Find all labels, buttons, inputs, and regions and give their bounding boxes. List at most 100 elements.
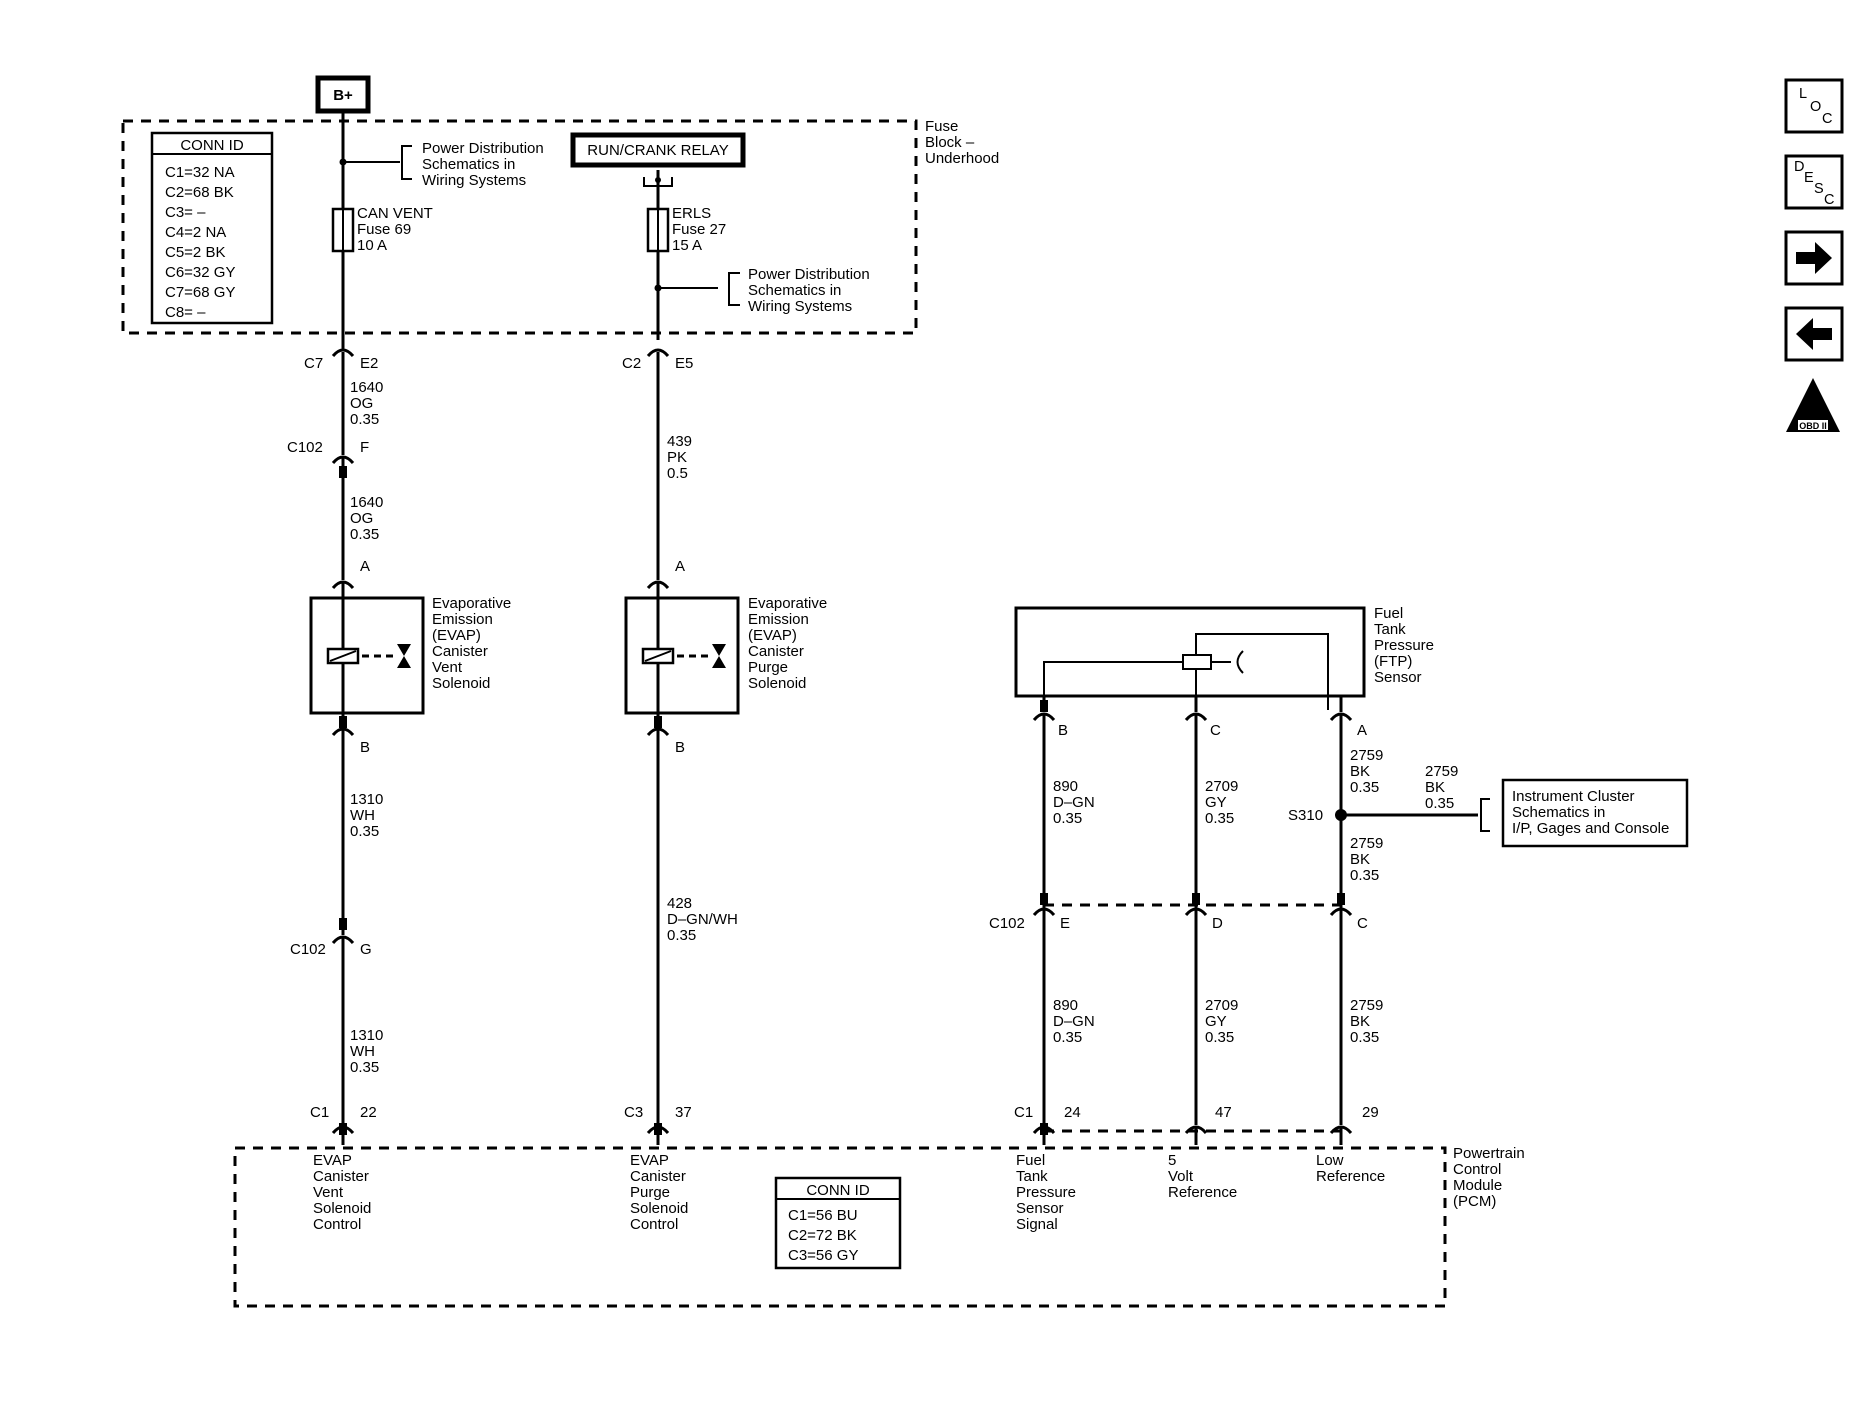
svg-text:Fuel: Fuel (1374, 605, 1403, 622)
svg-text:EVAP: EVAP (313, 1152, 352, 1169)
svg-text:D: D (1212, 915, 1223, 932)
svg-text:BK: BK (1350, 763, 1370, 780)
svg-text:C1: C1 (310, 1104, 329, 1121)
svg-text:29: 29 (1362, 1104, 1379, 1121)
svg-text:Emission: Emission (748, 611, 809, 628)
svg-text:BK: BK (1350, 1013, 1370, 1030)
battery-box: B+ (315, 75, 371, 114)
svg-text:A: A (1357, 722, 1367, 739)
svg-text:Sensor: Sensor (1016, 1200, 1064, 1217)
svg-text:Canister: Canister (748, 643, 804, 660)
svg-text:2759: 2759 (1350, 747, 1383, 764)
svg-text:L: L (1799, 86, 1807, 102)
instrument-cluster-ref[interactable]: Instrument Cluster Schematics in I/P, Ga… (1501, 778, 1689, 848)
purge-circuit: C2 E5 439 PK 0.5 A Evaporative Emission … (622, 348, 827, 1145)
svg-text:BK: BK (1350, 851, 1370, 868)
svg-text:Instrument Cluster: Instrument Cluster (1512, 788, 1635, 805)
svg-text:C7: C7 (304, 355, 323, 372)
svg-text:II: II (1809, 399, 1817, 416)
svg-text:Wiring Systems: Wiring Systems (422, 172, 526, 189)
svg-text:D–GN: D–GN (1053, 1013, 1095, 1030)
svg-text:C: C (1824, 192, 1834, 208)
conn-id-title: CONN ID (180, 137, 244, 154)
ftp-sensor-label: Fuel Tank Pressure (FTP) Sensor (1374, 605, 1434, 686)
back-button[interactable] (1784, 306, 1844, 362)
svg-text:10 A: 10 A (357, 237, 387, 254)
svg-text:Power Distribution: Power Distribution (748, 266, 870, 283)
pcm-purge-label: EVAP Canister Purge Solenoid Control (630, 1152, 688, 1233)
fuse-block-title: Fuse Block – Underhood (925, 118, 999, 167)
svg-text:E: E (1060, 915, 1070, 932)
svg-text:B: B (675, 739, 685, 756)
svg-text:S: S (1814, 181, 1824, 197)
svg-text:Vent: Vent (313, 1184, 344, 1201)
svg-text:0.35: 0.35 (1350, 779, 1379, 796)
svg-text:Solenoid: Solenoid (630, 1200, 688, 1217)
battery-label: B+ (333, 87, 353, 104)
svg-text:Sensor: Sensor (1374, 669, 1422, 686)
svg-text:C6=32 GY: C6=32 GY (165, 264, 235, 281)
svg-text:C: C (1822, 111, 1832, 127)
svg-text:C5=2 BK: C5=2 BK (165, 244, 225, 261)
svg-text:C1: C1 (1014, 1104, 1033, 1121)
pcm-conn-id-table: CONN ID C1=56 BU C2=72 BK C3=56 GY (774, 1176, 902, 1270)
fuse-27-label: ERLS Fuse 27 15 A (672, 205, 726, 254)
svg-text:Canister: Canister (432, 643, 488, 660)
svg-text:Canister: Canister (313, 1168, 369, 1185)
svg-text:OG: OG (350, 510, 373, 527)
svg-text:(PCM): (PCM) (1453, 1193, 1496, 1210)
loc-button[interactable]: L O C (1784, 78, 1844, 134)
svg-text:Vent: Vent (432, 659, 463, 676)
svg-text:0.35: 0.35 (350, 823, 379, 840)
svg-text:C2=72 BK: C2=72 BK (788, 1227, 857, 1244)
svg-text:Pressure: Pressure (1374, 637, 1434, 654)
svg-text:0.35: 0.35 (350, 1059, 379, 1076)
svg-text:0.35: 0.35 (350, 411, 379, 428)
svg-text:C: C (1357, 915, 1368, 932)
svg-text:C3: C3 (624, 1104, 643, 1121)
svg-text:O: O (1810, 99, 1821, 115)
svg-text:C7=68 GY: C7=68 GY (165, 284, 235, 301)
svg-text:PK: PK (667, 449, 687, 466)
svg-text:C102: C102 (287, 439, 323, 456)
arrow-right-icon (1796, 242, 1832, 274)
fuse-block-outline (121, 119, 918, 335)
svg-text:1310: 1310 (350, 1027, 383, 1044)
svg-text:Block –: Block – (925, 134, 975, 151)
svg-text:Evaporative: Evaporative (748, 595, 827, 612)
svg-text:439: 439 (667, 433, 692, 450)
svg-text:0.35: 0.35 (1205, 1029, 1234, 1046)
svg-text:GY: GY (1205, 794, 1227, 811)
fuse-69-label: CAN VENT Fuse 69 10 A (357, 205, 433, 254)
svg-text:(EVAP): (EVAP) (432, 627, 481, 644)
svg-text:C102: C102 (290, 941, 326, 958)
svg-text:WH: WH (350, 807, 375, 824)
obd-ii-button[interactable]: II OBD II (1786, 378, 1840, 432)
svg-text:2709: 2709 (1205, 997, 1238, 1014)
obd-ii-triangle-icon (1786, 378, 1840, 432)
svg-text:22: 22 (360, 1104, 377, 1121)
svg-text:B: B (360, 739, 370, 756)
svg-text:0.35: 0.35 (1205, 810, 1234, 827)
svg-text:2759: 2759 (1350, 835, 1383, 852)
power-distribution-ref-2[interactable]: Power Distribution Schematics in Wiring … (748, 266, 870, 315)
svg-text:0.35: 0.35 (350, 526, 379, 543)
svg-text:Control: Control (1453, 1161, 1501, 1178)
svg-text:CONN ID: CONN ID (806, 1182, 870, 1199)
desc-button[interactable]: D E S C (1784, 154, 1844, 210)
svg-text:Module: Module (1453, 1177, 1502, 1194)
svg-text:C: C (1210, 722, 1221, 739)
svg-text:Volt: Volt (1168, 1168, 1194, 1185)
forward-button[interactable] (1784, 230, 1844, 286)
arrow-left-icon (1796, 318, 1832, 350)
svg-text:1640: 1640 (350, 494, 383, 511)
svg-text:Emission: Emission (432, 611, 493, 628)
svg-text:ERLS: ERLS (672, 205, 711, 222)
svg-text:2709: 2709 (1205, 778, 1238, 795)
svg-text:Evaporative: Evaporative (432, 595, 511, 612)
power-distribution-ref-1[interactable]: Power Distribution Schematics in Wiring … (422, 140, 544, 189)
svg-text:I/P, Gages and Console: I/P, Gages and Console (1512, 820, 1669, 837)
svg-text:F: F (360, 439, 369, 456)
svg-text:2759: 2759 (1350, 997, 1383, 1014)
